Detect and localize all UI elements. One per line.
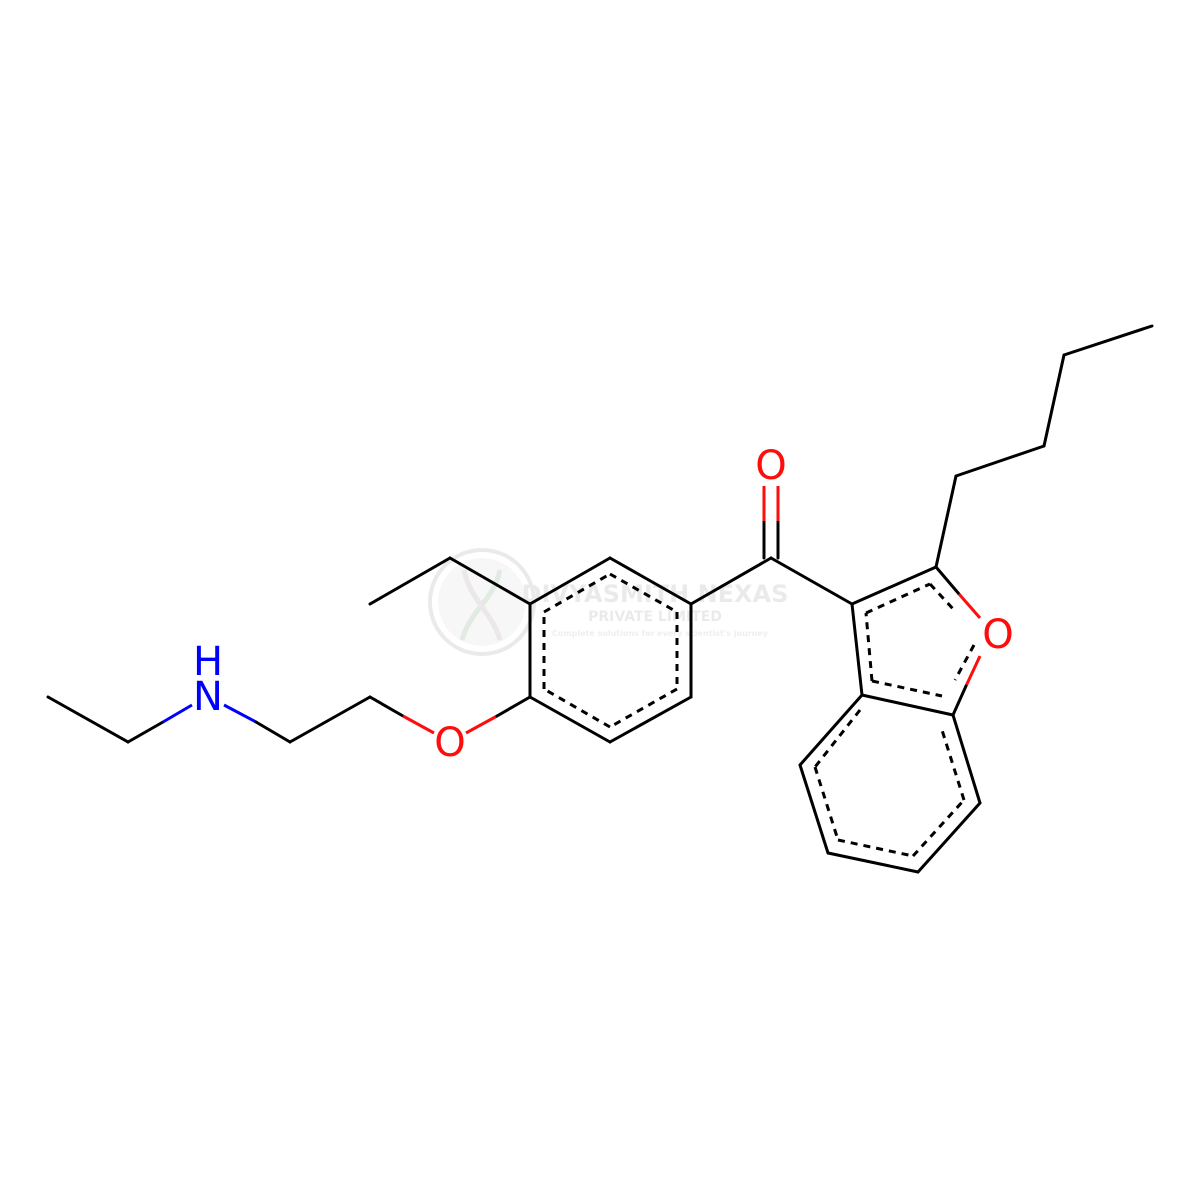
furan-ring bbox=[850, 565, 982, 717]
ethylaminoethoxy-chain bbox=[46, 695, 532, 744]
carbonyl-oxygen-label: O bbox=[755, 443, 786, 489]
bond bbox=[46, 695, 130, 744]
bond bbox=[495, 695, 532, 718]
amine-nitrogen-label: N bbox=[193, 674, 223, 720]
bond bbox=[254, 720, 292, 744]
watermark-subtitle: PRIVATE LIMITED bbox=[588, 609, 722, 625]
watermark: DIVYASMITH NEXAS PRIVATE LIMITED Complet… bbox=[428, 548, 788, 656]
bond-o bbox=[465, 714, 498, 735]
bond bbox=[288, 695, 372, 744]
ether-oxygen-label: O bbox=[434, 720, 465, 766]
bond bbox=[126, 720, 165, 744]
butyl-group bbox=[934, 324, 1154, 569]
benzo-ring bbox=[798, 693, 982, 874]
bond-n bbox=[223, 703, 257, 724]
phenyl-ring bbox=[528, 556, 693, 744]
bond bbox=[368, 695, 405, 718]
carbonyl-group bbox=[689, 486, 854, 606]
dna-helix-logo-icon bbox=[428, 548, 536, 656]
ethyl-group bbox=[368, 556, 532, 606]
amine-hydrogen-label: H bbox=[193, 639, 223, 685]
bond-o bbox=[402, 714, 435, 735]
furan-oxygen-label: O bbox=[982, 612, 1013, 658]
watermark-tagline: Complete solutions for every scientist's… bbox=[552, 629, 769, 638]
bond-n bbox=[162, 703, 193, 724]
